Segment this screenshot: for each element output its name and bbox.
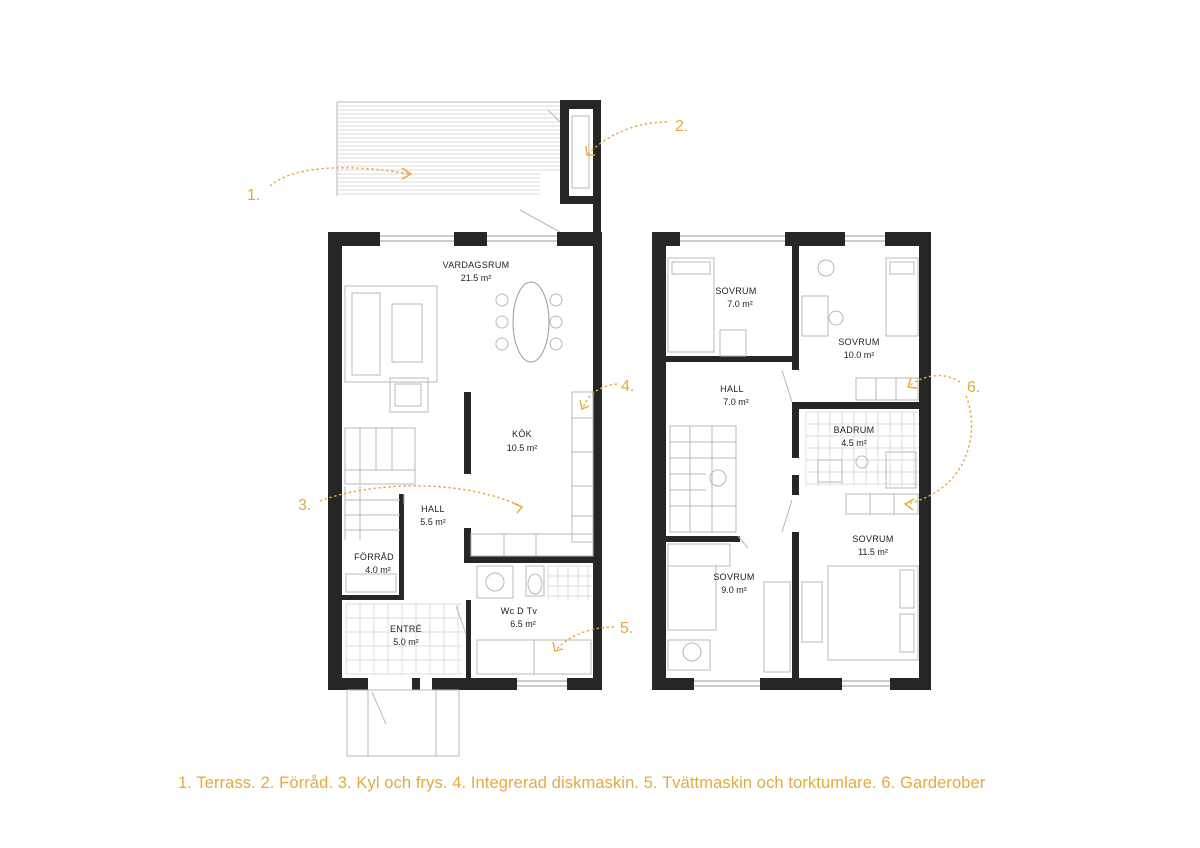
room-sovrum-d-name: SOVRUM — [713, 572, 754, 582]
room-hall-upper-area: 7.0 m² — [723, 397, 749, 407]
upper-floor-windows — [680, 235, 890, 687]
outdoor-storage — [560, 100, 601, 246]
terrace — [336, 101, 568, 233]
room-hall-ground-area: 5.5 m² — [420, 517, 446, 527]
room-wc-area: 6.5 m² — [510, 619, 536, 629]
room-sovrum-c-name: SOVRUM — [852, 534, 893, 544]
room-vardagsrum-area: 21.5 m² — [461, 273, 492, 283]
room-wc-name: Wc D Tv — [501, 606, 538, 616]
marker-4: 4. — [621, 378, 634, 395]
marker-5: 5. — [620, 620, 633, 637]
room-badrum-name: BADRUM — [834, 425, 875, 435]
marker-1: 1. — [247, 187, 260, 204]
room-sovrum-c-area: 11.5 m² — [858, 547, 888, 557]
markers: 1. 2. 3. 4. 5. 6. — [247, 118, 980, 637]
ground-floor-windows — [380, 235, 567, 687]
room-hall-upper-name: HALL — [720, 384, 744, 394]
room-sovrum-d-area: 9.0 m² — [721, 585, 747, 595]
room-vardagsrum-name: VARDAGSRUM — [443, 260, 510, 270]
upper-floor-furniture — [667, 257, 919, 673]
room-sovrum-b-name: SOVRUM — [838, 337, 879, 347]
room-forrad-area: 4.0 m² — [365, 565, 391, 575]
room-forrad-name: FÖRRÅD — [354, 552, 394, 562]
room-entre-area: 5.0 m² — [393, 637, 419, 647]
room-entre-name: ENTRÉ — [390, 624, 422, 634]
marker-6: 6. — [967, 379, 980, 396]
room-hall-ground-name: HALL — [421, 504, 445, 514]
ground-floor-walls — [328, 232, 602, 690]
marker-2: 2. — [675, 118, 688, 135]
room-kok-name: KÖK — [512, 429, 532, 439]
annotation-arrows — [269, 121, 973, 652]
legend-caption: 1. Terrass. 2. Förråd. 3. Kyl och frys. … — [178, 774, 986, 792]
ground-floor-furniture — [344, 281, 594, 675]
room-labels: VARDAGSRUM 21.5 m² KÖK 10.5 m² HALL 5.5 … — [354, 260, 893, 647]
upper-floor-walls — [652, 232, 931, 690]
entry-steps — [346, 689, 460, 757]
marker-3: 3. — [298, 497, 311, 514]
room-sovrum-a-name: SOVRUM — [715, 286, 756, 296]
room-kok-area: 10.5 m² — [507, 443, 538, 453]
room-badrum-area: 4.5 m² — [841, 438, 867, 448]
room-sovrum-a-area: 7.0 m² — [727, 299, 753, 309]
room-sovrum-b-area: 10.0 m² — [844, 350, 875, 360]
